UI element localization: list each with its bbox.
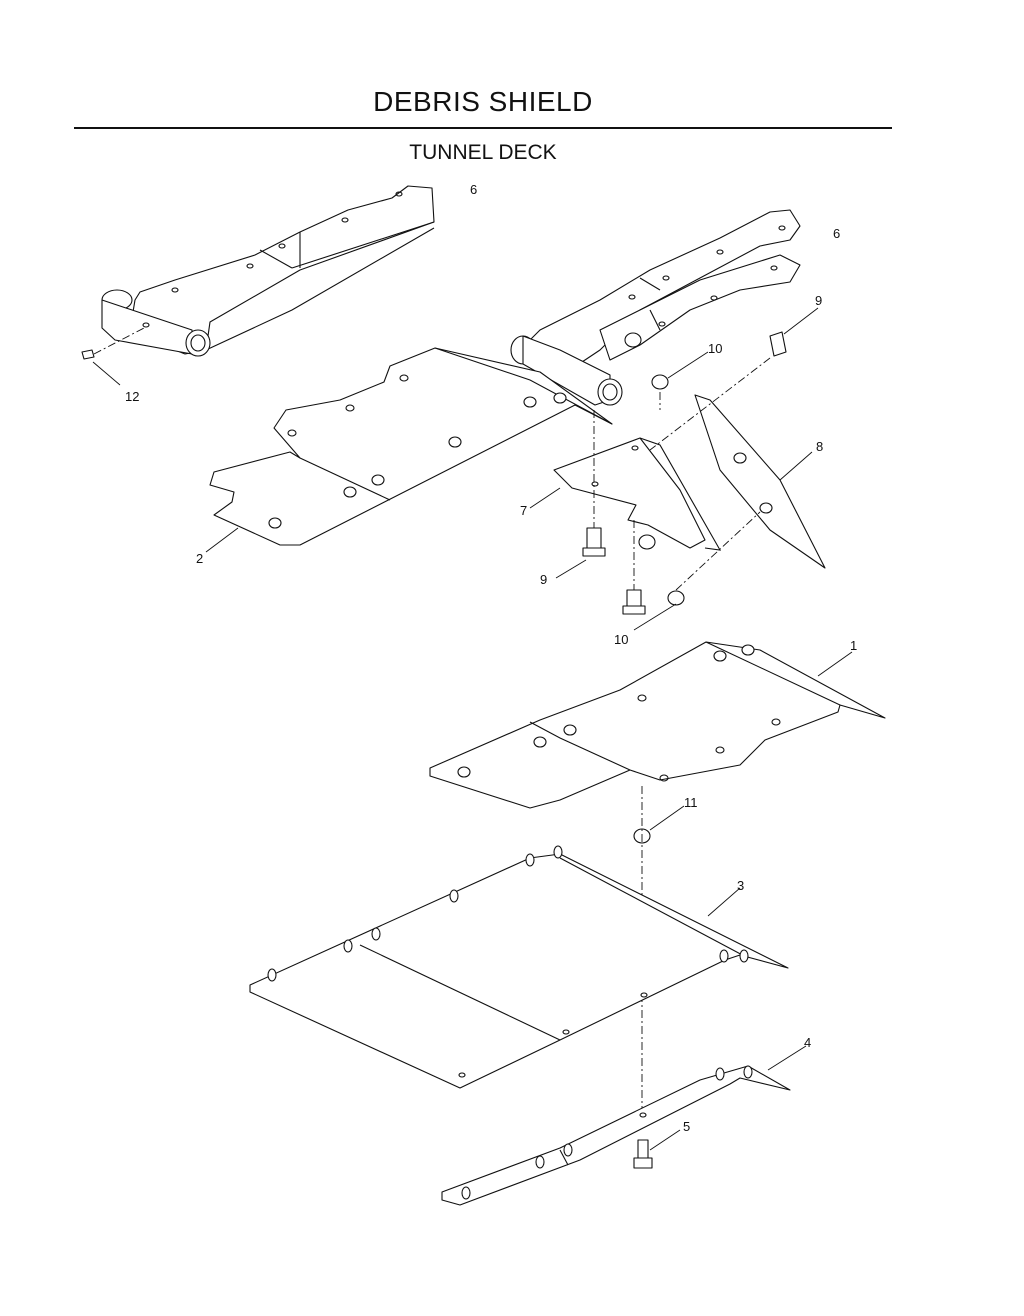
title-rule	[74, 127, 892, 129]
part-6-right-arm	[510, 209, 801, 406]
callout-5: 5	[683, 1119, 690, 1134]
callout-1: 1	[850, 638, 857, 653]
part-2-shield-plate	[205, 347, 613, 553]
callout-7: 7	[520, 503, 527, 518]
callout-6-right: 6	[833, 226, 840, 241]
part-6-left-arm	[101, 185, 435, 357]
part-8-deflector	[694, 394, 826, 569]
callout-8: 8	[816, 439, 823, 454]
callout-10-upper: 10	[708, 341, 722, 356]
part-12-fastener	[81, 327, 145, 386]
part-4-skid-strip	[441, 1045, 807, 1206]
page-title: DEBRIS SHIELD	[373, 86, 593, 117]
part-7-bracket	[529, 437, 722, 551]
callout-2: 2	[196, 551, 203, 566]
callout-10-lower: 10	[614, 632, 628, 647]
callout-9-upper: 9	[815, 293, 822, 308]
page-subtitle: TUNNEL DECK	[409, 141, 557, 164]
callout-6-left: 6	[470, 182, 477, 197]
hardware-9-10	[555, 307, 819, 631]
part-3-lower-shield	[249, 845, 789, 1089]
part-5-bolt	[633, 1129, 681, 1169]
callout-3: 3	[737, 878, 744, 893]
callout-12: 12	[125, 389, 139, 404]
part-1-shield	[429, 641, 886, 809]
callout-9-lower: 9	[540, 572, 547, 587]
callout-4: 4	[804, 1035, 811, 1050]
callout-11: 11	[684, 795, 698, 810]
